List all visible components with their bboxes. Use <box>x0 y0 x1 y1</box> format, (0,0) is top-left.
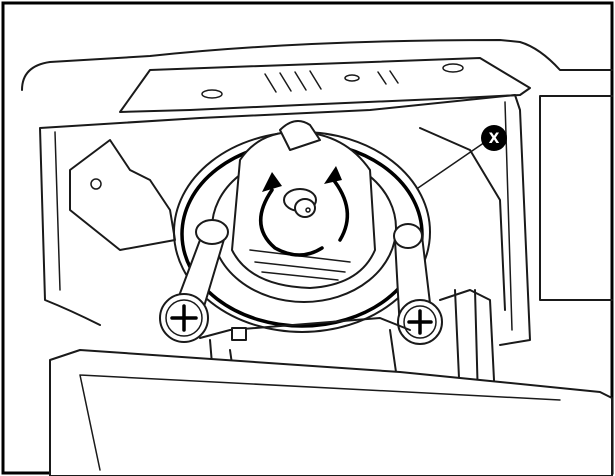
right-bracket <box>419 127 506 311</box>
small-block <box>231 327 247 341</box>
bracket-hole <box>90 178 102 190</box>
screw-cross-icon <box>397 299 443 345</box>
callout-leader-line <box>417 139 489 189</box>
left-bracket <box>69 139 176 251</box>
callout-marker-icon: X <box>481 125 507 151</box>
front-cover-edge <box>79 374 561 471</box>
post-screw-dot <box>305 207 311 213</box>
bobbin-case-finger <box>279 120 321 151</box>
machine-body-right <box>539 95 613 301</box>
needle-hole <box>344 74 360 82</box>
machine-body-outline <box>21 39 613 91</box>
housing-frame <box>39 94 531 346</box>
right-lever-cap <box>393 223 423 249</box>
needle-plate-screw-right <box>442 63 464 73</box>
callout-label: X <box>489 131 500 147</box>
feed-dog-slots <box>264 70 399 93</box>
front-cover <box>49 349 613 476</box>
left-lever-cap <box>195 219 229 245</box>
screw-cross-icon <box>159 293 209 343</box>
rotation-arrows-icon <box>258 166 350 257</box>
bobbin-post-cap <box>294 198 316 218</box>
needle-plate <box>119 57 531 113</box>
needle-plate-screw-left <box>201 89 223 99</box>
